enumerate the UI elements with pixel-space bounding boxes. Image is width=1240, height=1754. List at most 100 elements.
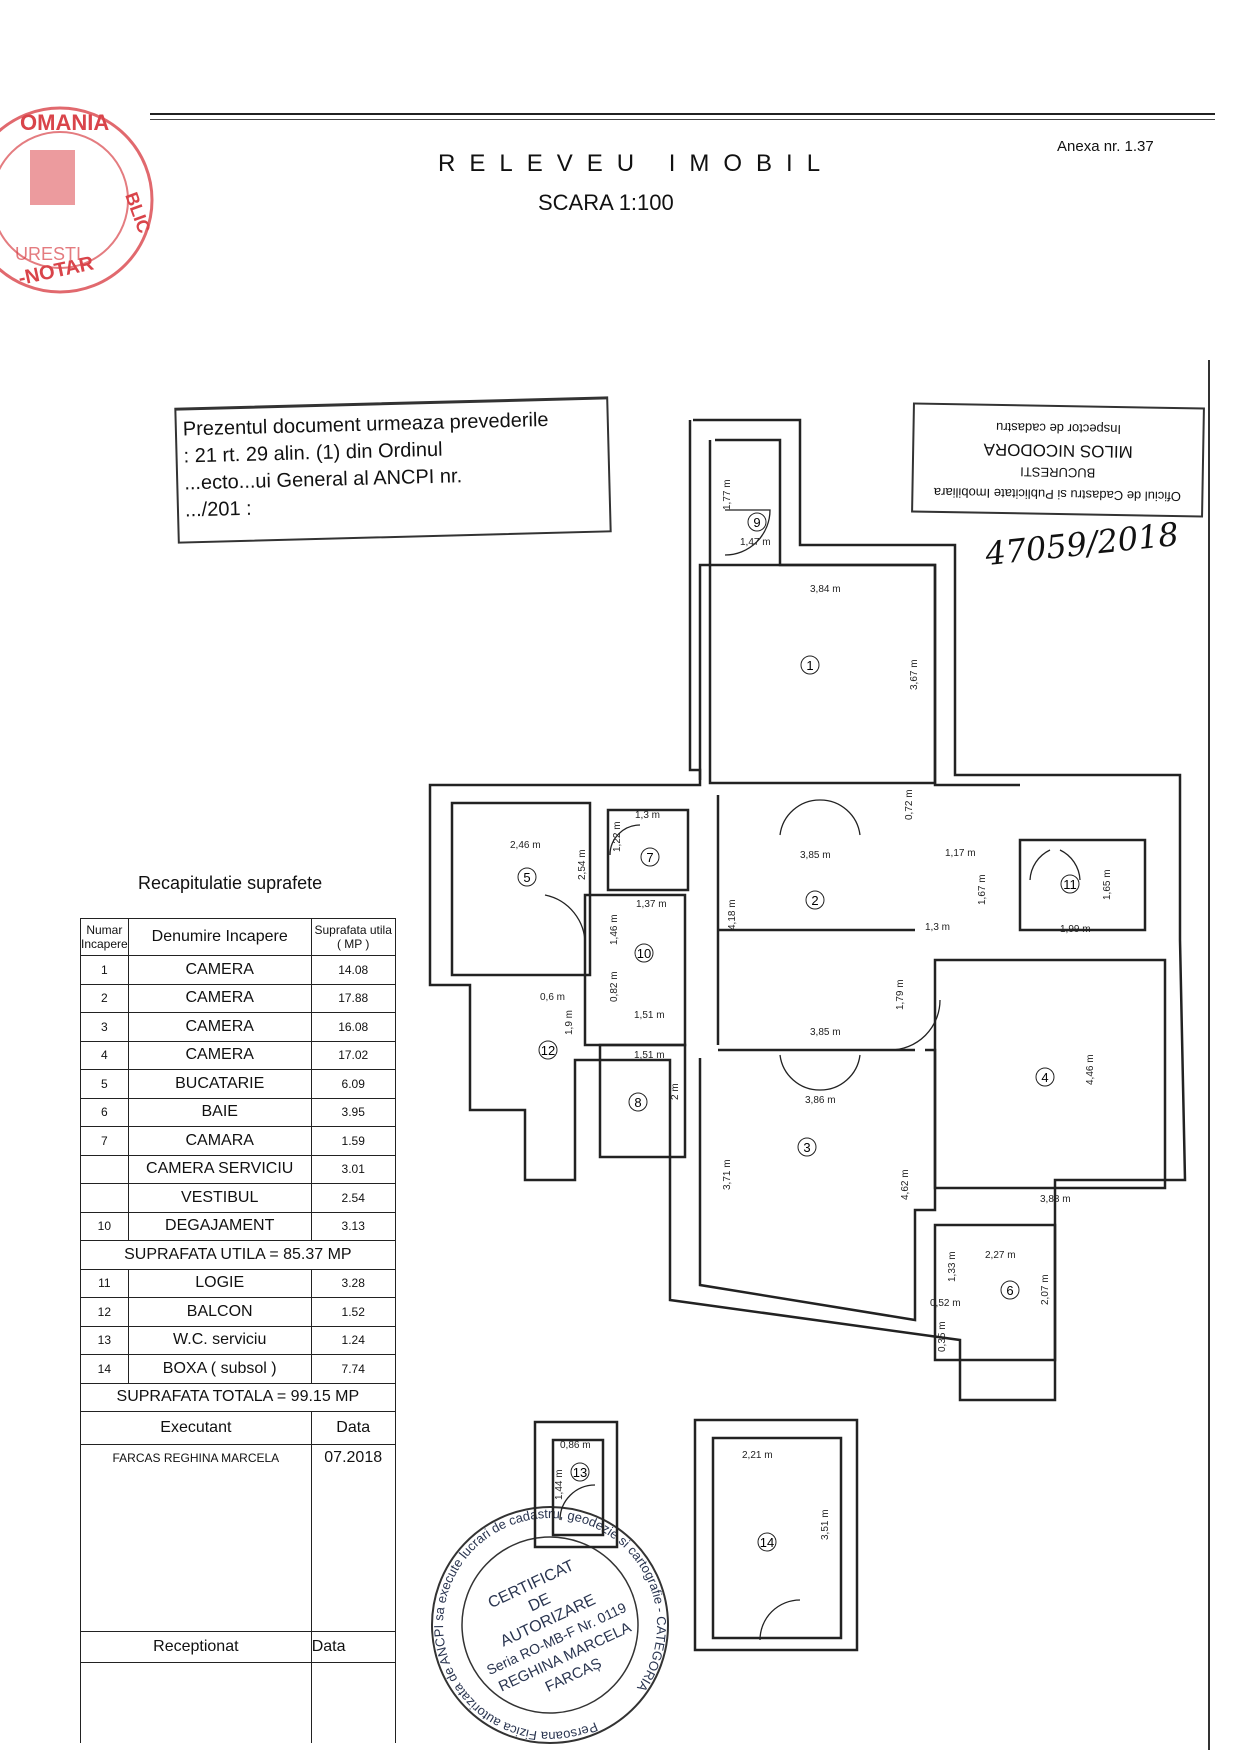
room-number-circle [628, 1092, 648, 1112]
room-number: 12 [541, 1043, 555, 1058]
dimension-label: 1,99 m [1060, 924, 1091, 935]
room-name: CAMARA [127, 1126, 312, 1156]
room-number: 7 [646, 850, 653, 865]
room-number: 1 [80, 955, 129, 985]
room-area: 3.95 [310, 1097, 396, 1127]
dimension-label: 3,84 m [810, 584, 841, 595]
received-label: Receptionat [80, 1631, 312, 1663]
room-number: 10 [80, 1211, 129, 1241]
executant-date: 07.2018 [310, 1444, 396, 1632]
room-number: 3 [803, 1140, 810, 1155]
executant-header-row: Executant Data [80, 1411, 396, 1445]
room-area: 17.02 [310, 1040, 396, 1070]
dimension-label: 1,51 m [634, 1010, 665, 1021]
dimension-label: 1,51 m [634, 1050, 665, 1061]
room-number: 5 [80, 1069, 129, 1099]
dimension-label: 1,17 m [945, 848, 976, 859]
room-number-circle [1060, 874, 1080, 894]
room-number-circle [747, 512, 767, 532]
useful-total-row: SUPRAFATA UTILA = 85.37 MP [80, 1240, 396, 1270]
room-number-circle [805, 890, 825, 910]
executant-row: FARCAS REGHINA MARCELA 07.2018 [80, 1444, 396, 1632]
dimension-label: 2,21 m [742, 1450, 773, 1461]
room-name: CAMERA [127, 1040, 312, 1070]
dimension-label: 2,46 m [510, 840, 541, 851]
dimension-label: 4,46 m [1085, 1054, 1096, 1085]
room-number-circle [797, 1137, 817, 1157]
dimension-label: 0,72 m [904, 789, 915, 820]
room-name: BUCATARIE [127, 1069, 312, 1099]
room-name: BAIE [127, 1097, 312, 1127]
room-number-circle [1035, 1067, 1055, 1087]
dimension-label: 0,6 m [540, 992, 565, 1003]
dimension-label: 3,86 m [805, 1095, 836, 1106]
area-summary-table: Numar Incapere Denumire Incapere Suprafa… [80, 918, 396, 1743]
room-number-circle [634, 943, 654, 963]
room-number: 12 [80, 1297, 129, 1327]
room-number: 8 [634, 1095, 641, 1110]
dimension-label: 2,27 m [985, 1250, 1016, 1261]
dimension-label: 1,33 m [947, 1251, 958, 1282]
header-rule [150, 113, 1215, 115]
dimension-label: 2,54 m [577, 849, 588, 880]
room-name: W.C. serviciu [127, 1325, 312, 1355]
received-row: Receptionat Data [80, 1631, 396, 1663]
dimension-label: 1,77 m [722, 479, 733, 510]
room-area: 16.08 [310, 1012, 396, 1042]
dimension-label: 3,85 m [810, 1027, 841, 1038]
room-area: 6.09 [310, 1069, 396, 1099]
room-number: 11 [80, 1268, 129, 1298]
dimension-label: 1,3 m [635, 810, 660, 821]
dimension-labels: 1,77 m1,47 m3,84 m3,67 m0,72 m1,3 m1,22 … [510, 479, 1113, 1540]
header-area: Suprafata utila ( MP ) [310, 918, 396, 956]
dimension-label: 3,51 m [820, 1509, 831, 1540]
executant-name: FARCAS REGHINA MARCELA [80, 1444, 312, 1632]
room-number: 6 [80, 1097, 129, 1127]
room-number-circle [538, 1040, 558, 1060]
dimension-label: 4,18 m [727, 899, 738, 930]
room-name: BOXA ( subsol ) [127, 1354, 312, 1384]
dimension-label: 2,07 m [1040, 1274, 1051, 1305]
room-area: 1.24 [310, 1325, 396, 1355]
dimension-label: 1,47 m [740, 537, 771, 548]
dimension-label: 1,3 m [925, 922, 950, 933]
dimension-label: 3,67 m [909, 659, 920, 690]
room-name: CAMERA [127, 1012, 312, 1042]
header-number: Numar Incapere [80, 918, 129, 956]
header-name: Denumire Incapere [127, 918, 312, 956]
room-number: 1 [806, 658, 813, 673]
dimension-label: 1,67 m [977, 874, 988, 905]
room-number [80, 1183, 129, 1213]
room-area: 1.59 [310, 1126, 396, 1156]
room-number: 9 [753, 515, 760, 530]
dimension-label: 3,85 m [800, 850, 831, 861]
room-number: 7 [80, 1126, 129, 1156]
room-number: 3 [80, 1012, 129, 1042]
received-date-label: Data [310, 1631, 396, 1663]
room-area: 7.74 [310, 1354, 396, 1384]
walls [428, 418, 1187, 1652]
dimension-label: 0,82 m [609, 971, 620, 1002]
room-number [80, 1154, 129, 1184]
grand-total: SUPRAFATA TOTALA = 99.15 MP [80, 1382, 396, 1412]
dimension-label: 3,88 m [1040, 1194, 1071, 1205]
margin-line [1208, 360, 1210, 1750]
room-number-circle [570, 1462, 590, 1482]
svg-text:URESTI: URESTI [15, 244, 81, 264]
registration-number: 47059/2018 [983, 514, 1181, 574]
dimension-label: 4,62 m [900, 1169, 911, 1200]
room-number-circle [1000, 1280, 1020, 1300]
room-number: 5 [523, 870, 530, 885]
room-name: CAMERA SERVICIU [127, 1154, 312, 1184]
room-number-circle [517, 867, 537, 887]
room-area: 17.88 [310, 983, 396, 1013]
